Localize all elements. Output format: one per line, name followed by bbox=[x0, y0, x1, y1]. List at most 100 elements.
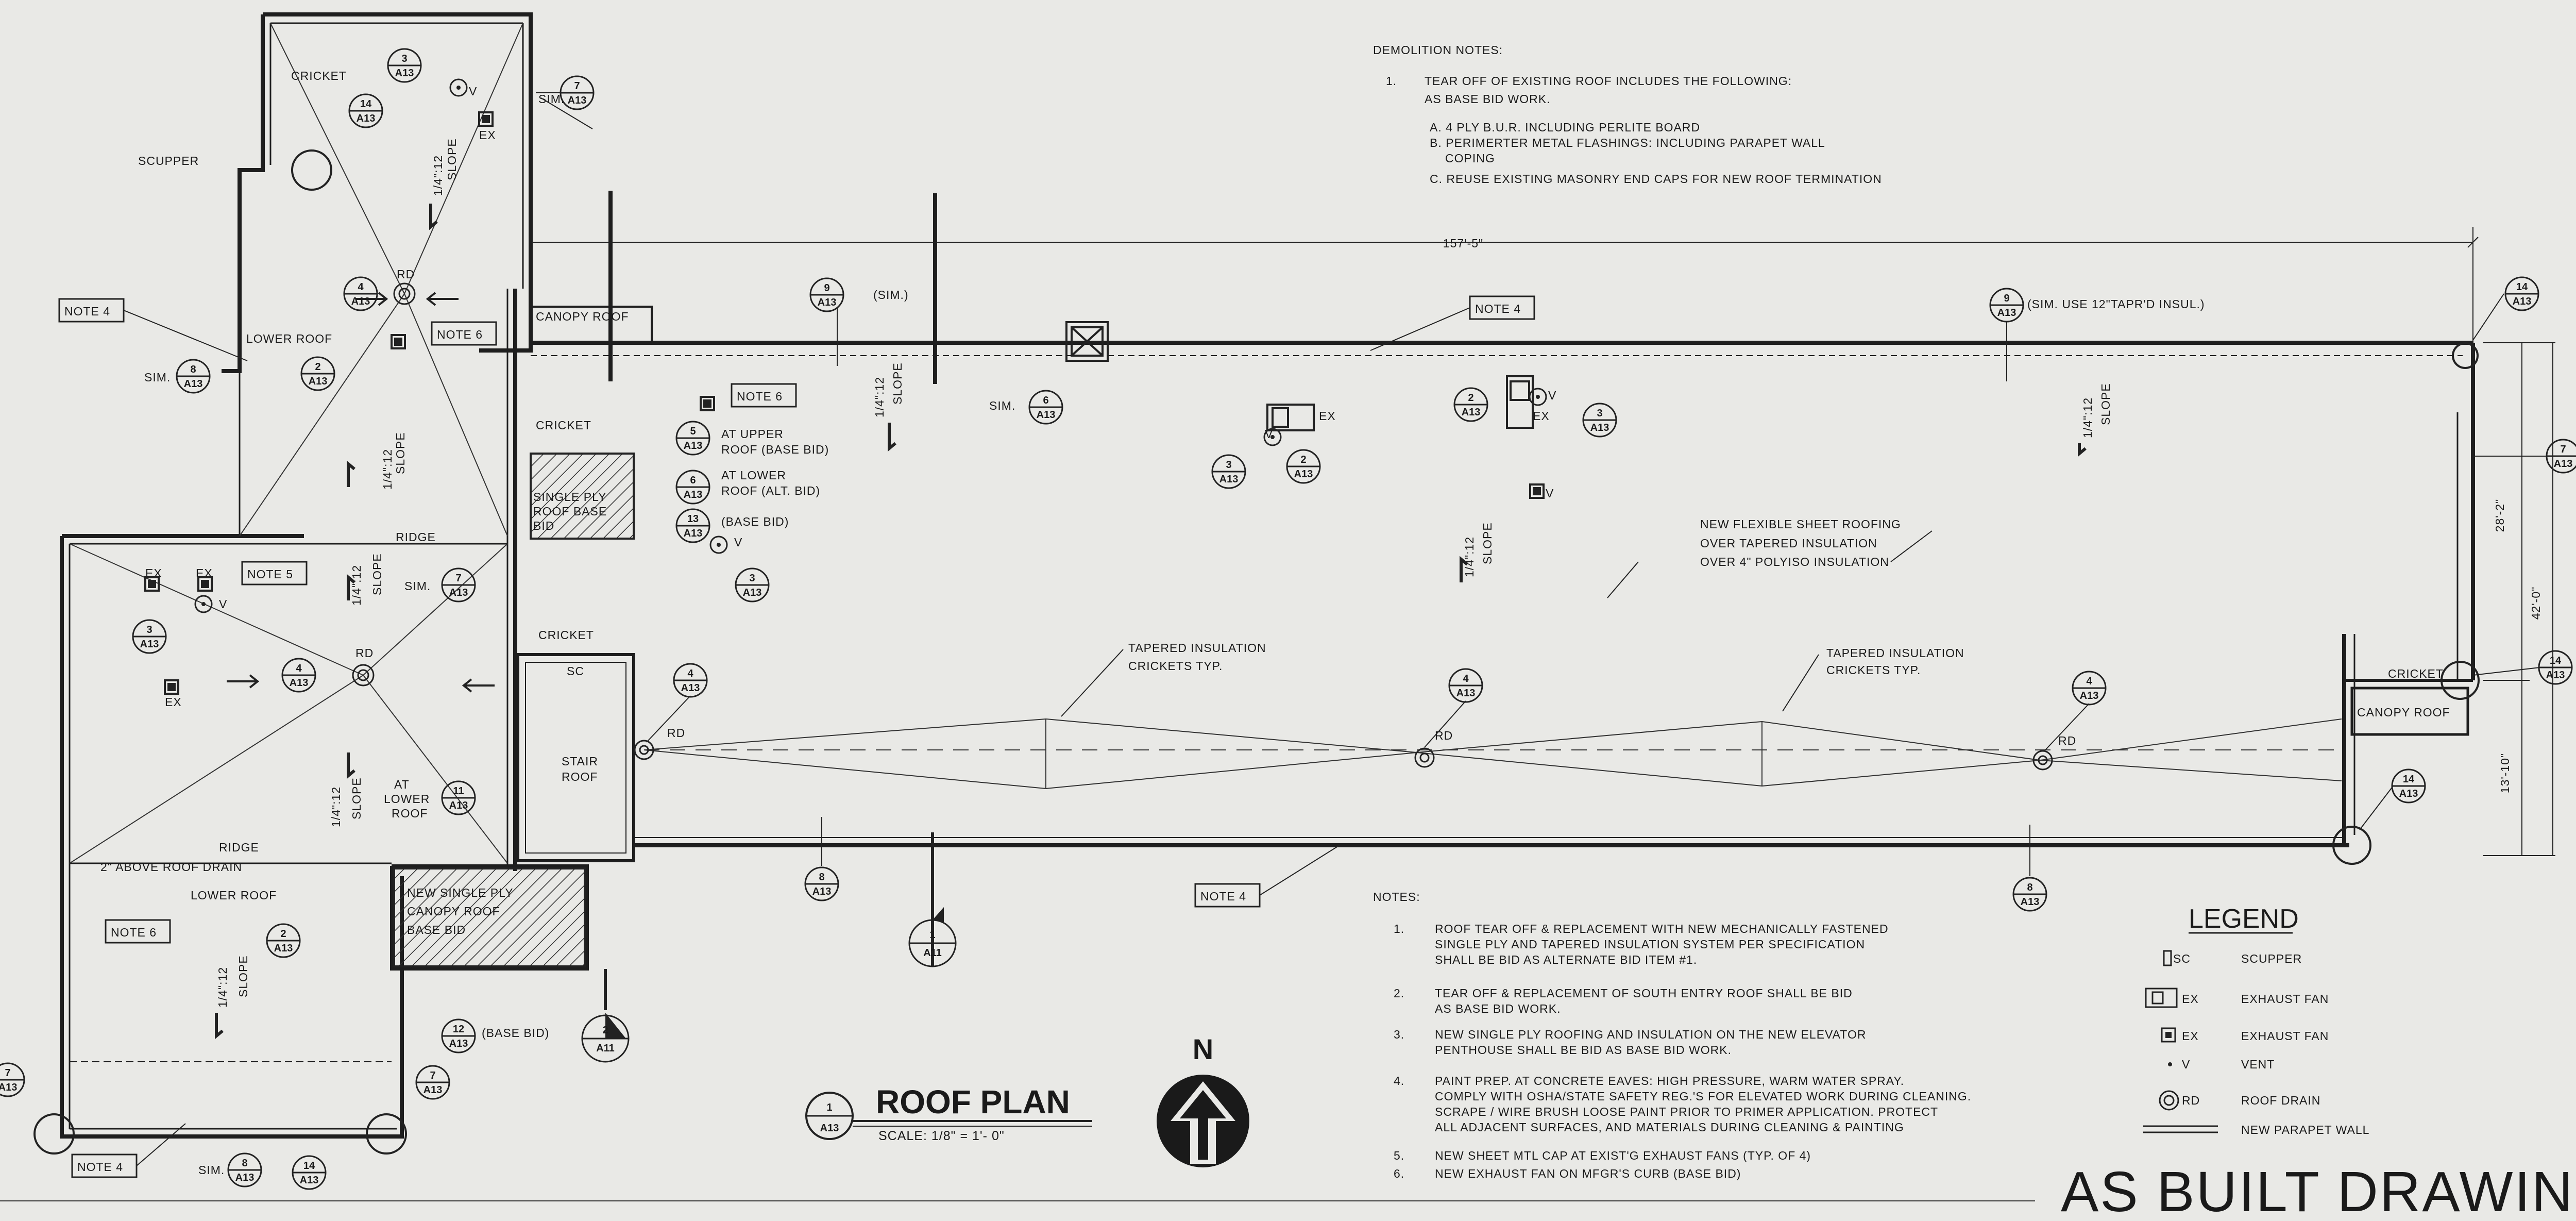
svg-text:8: 8 bbox=[819, 872, 824, 883]
dimension-lines bbox=[533, 227, 2555, 856]
svg-text:(SIM.): (SIM.) bbox=[873, 288, 909, 302]
svg-text:NOTE 4: NOTE 4 bbox=[77, 1160, 123, 1174]
tapered-crickets bbox=[643, 718, 2342, 790]
svg-text:(BASE BID): (BASE BID) bbox=[721, 515, 789, 528]
exhaust-fan-small-icon bbox=[2161, 1027, 2176, 1043]
svg-text:42'-0": 42'-0" bbox=[2529, 587, 2543, 620]
svg-text:CRICKET: CRICKET bbox=[536, 419, 591, 432]
svg-text:A13: A13 bbox=[2513, 296, 2532, 307]
svg-text:ROOF BASE: ROOF BASE bbox=[533, 505, 607, 518]
svg-text:9: 9 bbox=[2004, 293, 2009, 304]
svg-text:5.: 5. bbox=[1394, 1149, 1404, 1162]
svg-text:TAPERED INSULATION: TAPERED INSULATION bbox=[1128, 641, 1266, 655]
svg-text:1/4":12: 1/4":12 bbox=[381, 449, 394, 490]
svg-text:14: 14 bbox=[2516, 281, 2528, 293]
svg-text:SINGLE PLY AND TAPERED INSULAT: SINGLE PLY AND TAPERED INSULATION SYSTEM… bbox=[1435, 938, 1865, 951]
svg-text:A13: A13 bbox=[812, 886, 832, 897]
svg-text:AS BASE BID WORK.: AS BASE BID WORK. bbox=[1425, 92, 1551, 106]
svg-text:TAPERED INSULATION: TAPERED INSULATION bbox=[1826, 646, 1964, 660]
left-wing-outlines bbox=[60, 12, 635, 1139]
svg-text:6: 6 bbox=[1043, 395, 1048, 406]
svg-text:OVER TAPERED INSULATION: OVER TAPERED INSULATION bbox=[1700, 537, 1877, 550]
svg-text:V: V bbox=[1546, 487, 1554, 500]
svg-text:NOTE 4: NOTE 4 bbox=[1475, 302, 1521, 315]
svg-text:PAINT PREP. AT CONCRETE EAVES:: PAINT PREP. AT CONCRETE EAVES: HIGH PRES… bbox=[1435, 1074, 1904, 1088]
svg-text:A13: A13 bbox=[1219, 474, 1239, 485]
svg-text:NOTE 4: NOTE 4 bbox=[64, 305, 110, 318]
svg-text:A. 4 PLY B.U.R. INCLUDING PERL: A. 4 PLY B.U.R. INCLUDING PERLITE BOARD bbox=[1430, 121, 1700, 134]
svg-text:SCUPPER: SCUPPER bbox=[138, 154, 199, 168]
svg-text:A13: A13 bbox=[2080, 690, 2099, 701]
svg-text:NEW EXHAUST FAN ON MFGR'S CURB: NEW EXHAUST FAN ON MFGR'S CURB (BASE BID… bbox=[1435, 1167, 1741, 1180]
svg-text:EXHAUST FAN: EXHAUST FAN bbox=[2241, 1029, 2329, 1043]
section-marker-1-icon bbox=[933, 907, 944, 923]
svg-text:8: 8 bbox=[242, 1158, 247, 1169]
svg-text:1: 1 bbox=[826, 1102, 832, 1113]
scupper-icon bbox=[2163, 950, 2172, 966]
svg-text:1.: 1. bbox=[1394, 922, 1404, 935]
legend: LEGEND SC SCUPPER EX EXHAUST FAN EX EXHA… bbox=[2143, 904, 2369, 1136]
svg-text:9: 9 bbox=[824, 282, 829, 294]
svg-text:NOTE 6: NOTE 6 bbox=[437, 328, 483, 341]
svg-text:NEW PARAPET WALL: NEW PARAPET WALL bbox=[2241, 1123, 2369, 1136]
svg-text:AS BASE BID WORK.: AS BASE BID WORK. bbox=[1435, 1002, 1561, 1015]
svg-text:RD: RD bbox=[397, 267, 415, 281]
svg-text:EX: EX bbox=[165, 695, 182, 709]
svg-text:1/4":12: 1/4":12 bbox=[350, 565, 363, 606]
valley-lines-bottom bbox=[69, 543, 508, 864]
svg-text:ALL ADJACENT SURFACES, AND MAT: ALL ADJACENT SURFACES, AND MATERIALS DUR… bbox=[1435, 1120, 1904, 1134]
plan-labels: CRICKET SCUPPER LOWER ROOF RD RIDGE RD R… bbox=[100, 69, 2543, 1177]
svg-text:SLOPE: SLOPE bbox=[394, 432, 407, 474]
svg-text:28'-2": 28'-2" bbox=[2493, 499, 2506, 532]
svg-text:5: 5 bbox=[690, 426, 696, 437]
svg-text:A13: A13 bbox=[140, 639, 159, 650]
leader-lines bbox=[536, 92, 2548, 876]
svg-text:11: 11 bbox=[453, 785, 464, 797]
svg-text:NEW FLEXIBLE SHEET ROOFING: NEW FLEXIBLE SHEET ROOFING bbox=[1700, 517, 1901, 531]
svg-text:3: 3 bbox=[749, 573, 755, 584]
svg-text:A13: A13 bbox=[1037, 409, 1056, 421]
svg-text:A13: A13 bbox=[681, 682, 700, 694]
svg-text:C. REUSE EXISTING MASONRY END: C. REUSE EXISTING MASONRY END CAPS FOR N… bbox=[1430, 172, 1882, 186]
svg-text:NOTE 5: NOTE 5 bbox=[247, 567, 293, 581]
svg-text:CRICKET: CRICKET bbox=[2388, 667, 2444, 680]
svg-text:NEW SINGLE PLY ROOFING AND INS: NEW SINGLE PLY ROOFING AND INSULATION ON… bbox=[1435, 1028, 1866, 1041]
svg-text:A13: A13 bbox=[684, 489, 703, 500]
slope-labels: 1/4":12 SLOPE 1/4":12 SLOPE 1/4":12 SLOP… bbox=[216, 138, 2112, 1008]
flow-arrows bbox=[227, 292, 495, 693]
svg-text:CRICKETS TYP.: CRICKETS TYP. bbox=[1128, 659, 1223, 673]
svg-text:NEW SHEET MTL CAP AT EXIST'G E: NEW SHEET MTL CAP AT EXIST'G EXHAUST FAN… bbox=[1435, 1149, 1811, 1162]
svg-text:A11: A11 bbox=[596, 1043, 615, 1054]
svg-text:2.: 2. bbox=[1394, 986, 1404, 1000]
svg-text:V: V bbox=[469, 85, 477, 98]
svg-text:7: 7 bbox=[5, 1067, 10, 1079]
corner-circles bbox=[33, 149, 2480, 1155]
svg-text:COPING: COPING bbox=[1445, 152, 1495, 165]
svg-text:V: V bbox=[2182, 1058, 2190, 1071]
bubble-labels: 3 A13 14 A13 7 A13 4 A13 2 A13 8 A13 3 A… bbox=[0, 53, 2572, 1186]
equipment-symbols bbox=[144, 111, 1545, 695]
svg-text:CRICKET: CRICKET bbox=[291, 69, 347, 82]
svg-text:EX: EX bbox=[479, 128, 496, 142]
svg-text:A13: A13 bbox=[449, 587, 468, 598]
svg-text:(BASE BID): (BASE BID) bbox=[482, 1026, 549, 1040]
as-built-stamp: AS BUILT DRAWING bbox=[2061, 1160, 2576, 1221]
svg-text:CANOPY ROOF: CANOPY ROOF bbox=[2357, 706, 2450, 719]
svg-text:1.: 1. bbox=[1386, 74, 1397, 88]
svg-text:14: 14 bbox=[2550, 655, 2562, 666]
svg-text:CRICKETS TYP.: CRICKETS TYP. bbox=[1826, 663, 1921, 677]
north-label: N bbox=[1193, 1033, 1213, 1065]
svg-text:SHALL BE BID AS ALTERNATE BID: SHALL BE BID AS ALTERNATE BID ITEM #1. bbox=[1435, 953, 1697, 966]
svg-text:SLOPE: SLOPE bbox=[1481, 522, 1494, 564]
svg-text:2" ABOVE ROOF DRAIN: 2" ABOVE ROOF DRAIN bbox=[100, 860, 242, 874]
detail-bubbles bbox=[0, 48, 2576, 1190]
svg-text:RIDGE: RIDGE bbox=[396, 530, 436, 544]
svg-text:4: 4 bbox=[687, 668, 693, 679]
svg-text:14: 14 bbox=[2403, 774, 2415, 785]
svg-text:SCUPPER: SCUPPER bbox=[2241, 952, 2302, 965]
svg-text:LOWER ROOF: LOWER ROOF bbox=[246, 332, 332, 345]
main-roof-outline bbox=[530, 191, 2475, 847]
svg-text:2: 2 bbox=[1300, 454, 1306, 465]
svg-text:1/4":12: 1/4":12 bbox=[1463, 537, 1476, 577]
